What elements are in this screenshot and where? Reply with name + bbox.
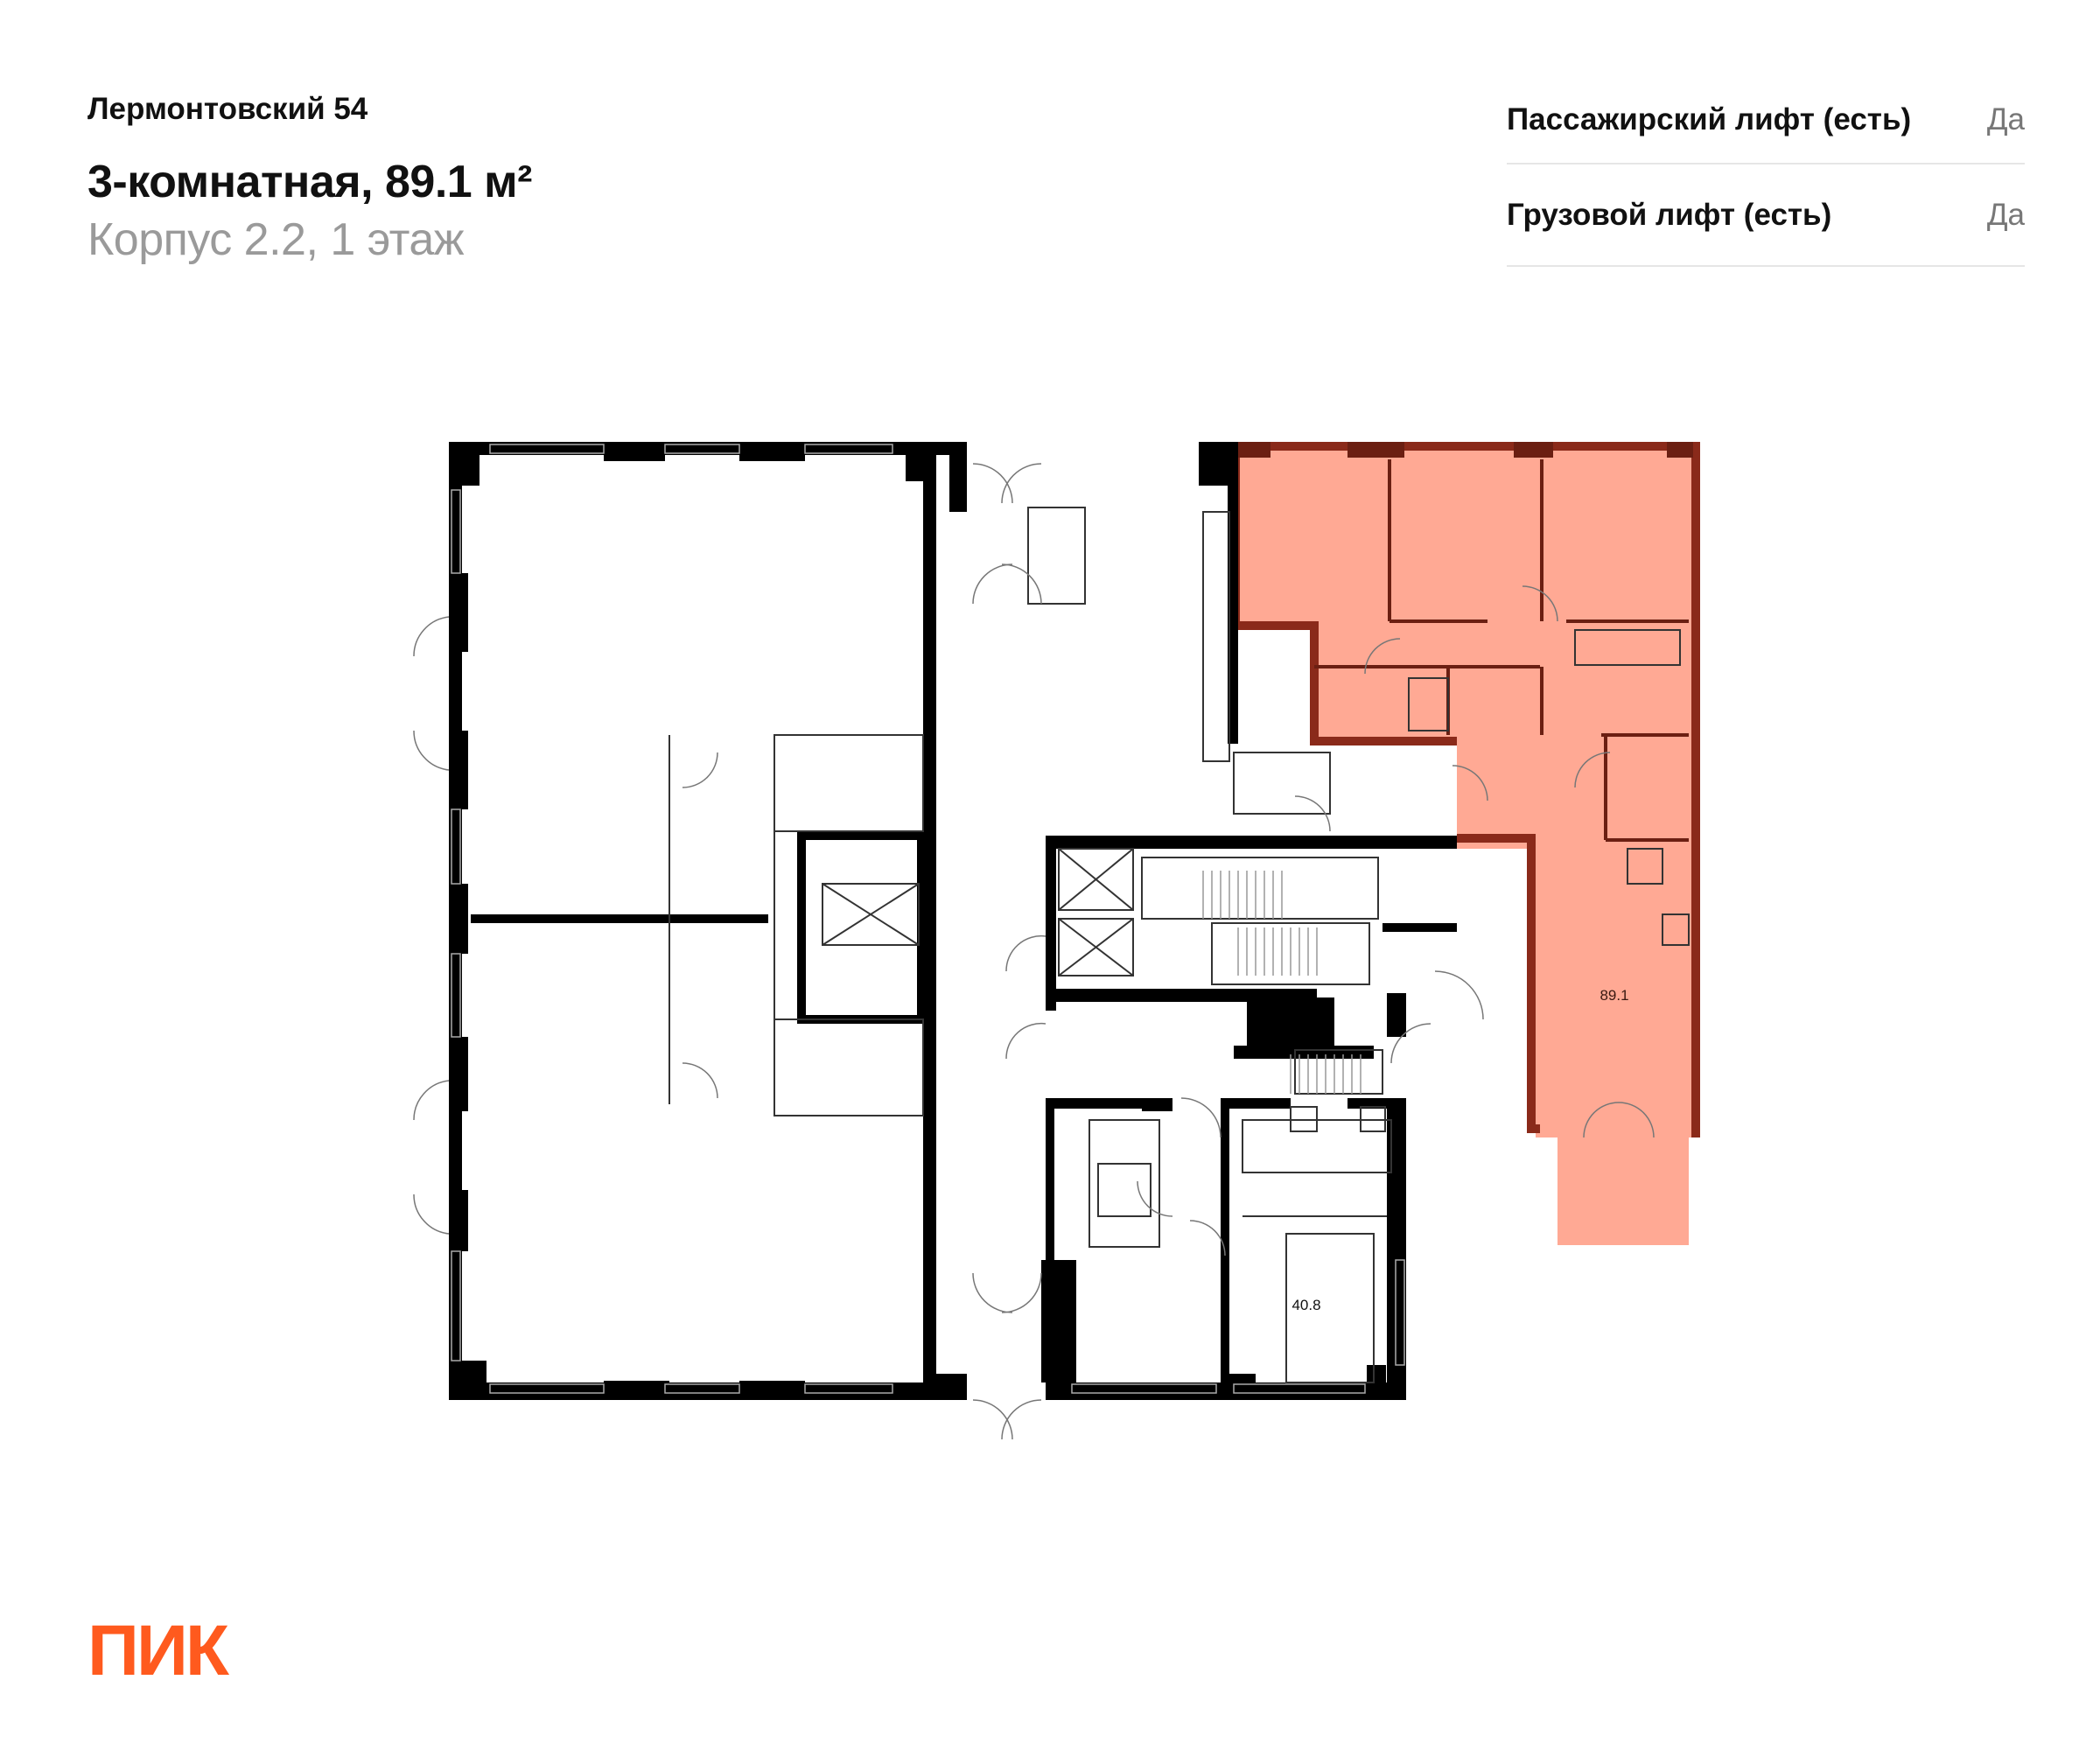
feature-value: Да xyxy=(1986,197,2025,232)
project-name: Лермонтовский 54 xyxy=(88,92,368,126)
apartment-interior-walls xyxy=(1314,459,1689,842)
feature-value: Да xyxy=(1986,102,2025,136)
door-swings xyxy=(413,463,1655,1440)
features-list: Пассажирский лифт (есть) Да Грузовой лиф… xyxy=(1507,77,2025,267)
window-strips xyxy=(451,444,1405,1394)
apartment-balcony xyxy=(1558,1138,1689,1245)
logo-text: ПИК xyxy=(88,1617,230,1687)
highlighted-apartment[interactable]: 89.1 xyxy=(1231,442,1700,1245)
feature-freight-lift: Грузовой лифт (есть) Да xyxy=(1507,164,2025,267)
plan-details xyxy=(668,507,1690,1383)
apartment-title: 3-комнатная, 89.1 м² xyxy=(88,157,532,207)
apartment-fill xyxy=(1236,446,1696,1245)
feature-passenger-lift: Пассажирский лифт (есть) Да xyxy=(1507,77,2025,164)
staircase xyxy=(1202,871,1362,1094)
brand-logo: ПИК xyxy=(88,1617,233,1687)
unit-area-label: 89.1 xyxy=(1600,987,1628,1004)
feature-label: Пассажирский лифт (есть) xyxy=(1507,102,1912,136)
feature-label: Грузовой лифт (есть) xyxy=(1507,197,1832,232)
apartment-window-marks xyxy=(1236,442,1693,458)
unit-area-label: 40.8 xyxy=(1292,1297,1320,1313)
apartment-location: Корпус 2.2, 1 этаж xyxy=(88,214,465,265)
